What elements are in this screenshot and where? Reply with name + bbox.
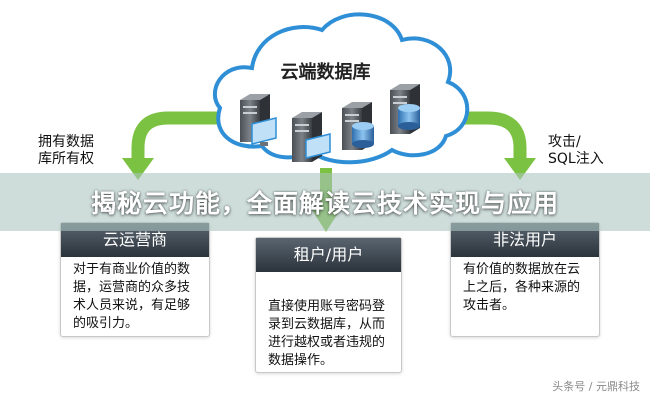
card-line: 直接使用账号密码登	[268, 299, 386, 314]
label-line: SQL注入	[548, 151, 604, 167]
title-banner	[0, 173, 650, 231]
monitor-icon	[305, 133, 331, 159]
card-illegal-user: 非法用户 有价值的数据放在云 上之后，各种来源的 攻击者。	[450, 222, 600, 337]
left-arrow	[122, 111, 238, 180]
card-line: 有价值的数据放在云	[463, 262, 581, 277]
cloud-title: 云端数据库	[280, 62, 371, 83]
card-text: 对于有商业价值的数 据，运营商的众多技 术人员来说，有足够 的吸引力。	[73, 261, 201, 333]
label-db-ownership: 拥有数据 库所有权	[38, 134, 94, 168]
card-line: 据，运营商的众多技	[73, 280, 191, 295]
label-line: 库所有权	[38, 151, 94, 167]
right-arrow	[430, 111, 536, 180]
label-line: 拥有数据	[38, 134, 94, 150]
banner-title: 揭秘云功能，全面解读云技术实现与应用	[90, 189, 559, 218]
card-line: 上之后，各种来源的	[463, 280, 581, 295]
card-line: 术人员来说，有足够	[73, 298, 191, 313]
card-text: 有价值的数据放在云 上之后，各种来源的 攻击者。	[463, 261, 591, 315]
card-text: 直接使用账号密码登 录到云数据库，从而 进行越权或者违规的 数据操作。	[268, 298, 393, 370]
card-line: 对于有商业价值的数	[73, 262, 191, 277]
card-tenant-user: 租户/用户 直接使用账号密码登 录到云数据库，从而 进行越权或者违规的 数据操作…	[255, 237, 402, 373]
watermark: 头条号 / 元鼎科技	[552, 380, 640, 393]
label-attack: 攻击/ SQL注入	[548, 134, 604, 168]
card-line: 录到云数据库，从而	[268, 317, 386, 332]
card-line: 攻击者。	[463, 298, 516, 313]
card-line: 数据操作。	[268, 353, 334, 368]
card-line: 进行越权或者违规的	[268, 335, 386, 350]
card-title: 租户/用户	[256, 238, 401, 272]
label-line: 攻击/	[548, 134, 581, 150]
database-icon	[398, 104, 420, 130]
database-icon	[352, 122, 374, 148]
card-cloud-operator: 云运营商 对于有商业价值的数 据，运营商的众多技 术人员来说，有足够 的吸引力。	[60, 222, 210, 337]
card-line: 的吸引力。	[73, 316, 139, 331]
monitor-icon	[251, 117, 277, 146]
